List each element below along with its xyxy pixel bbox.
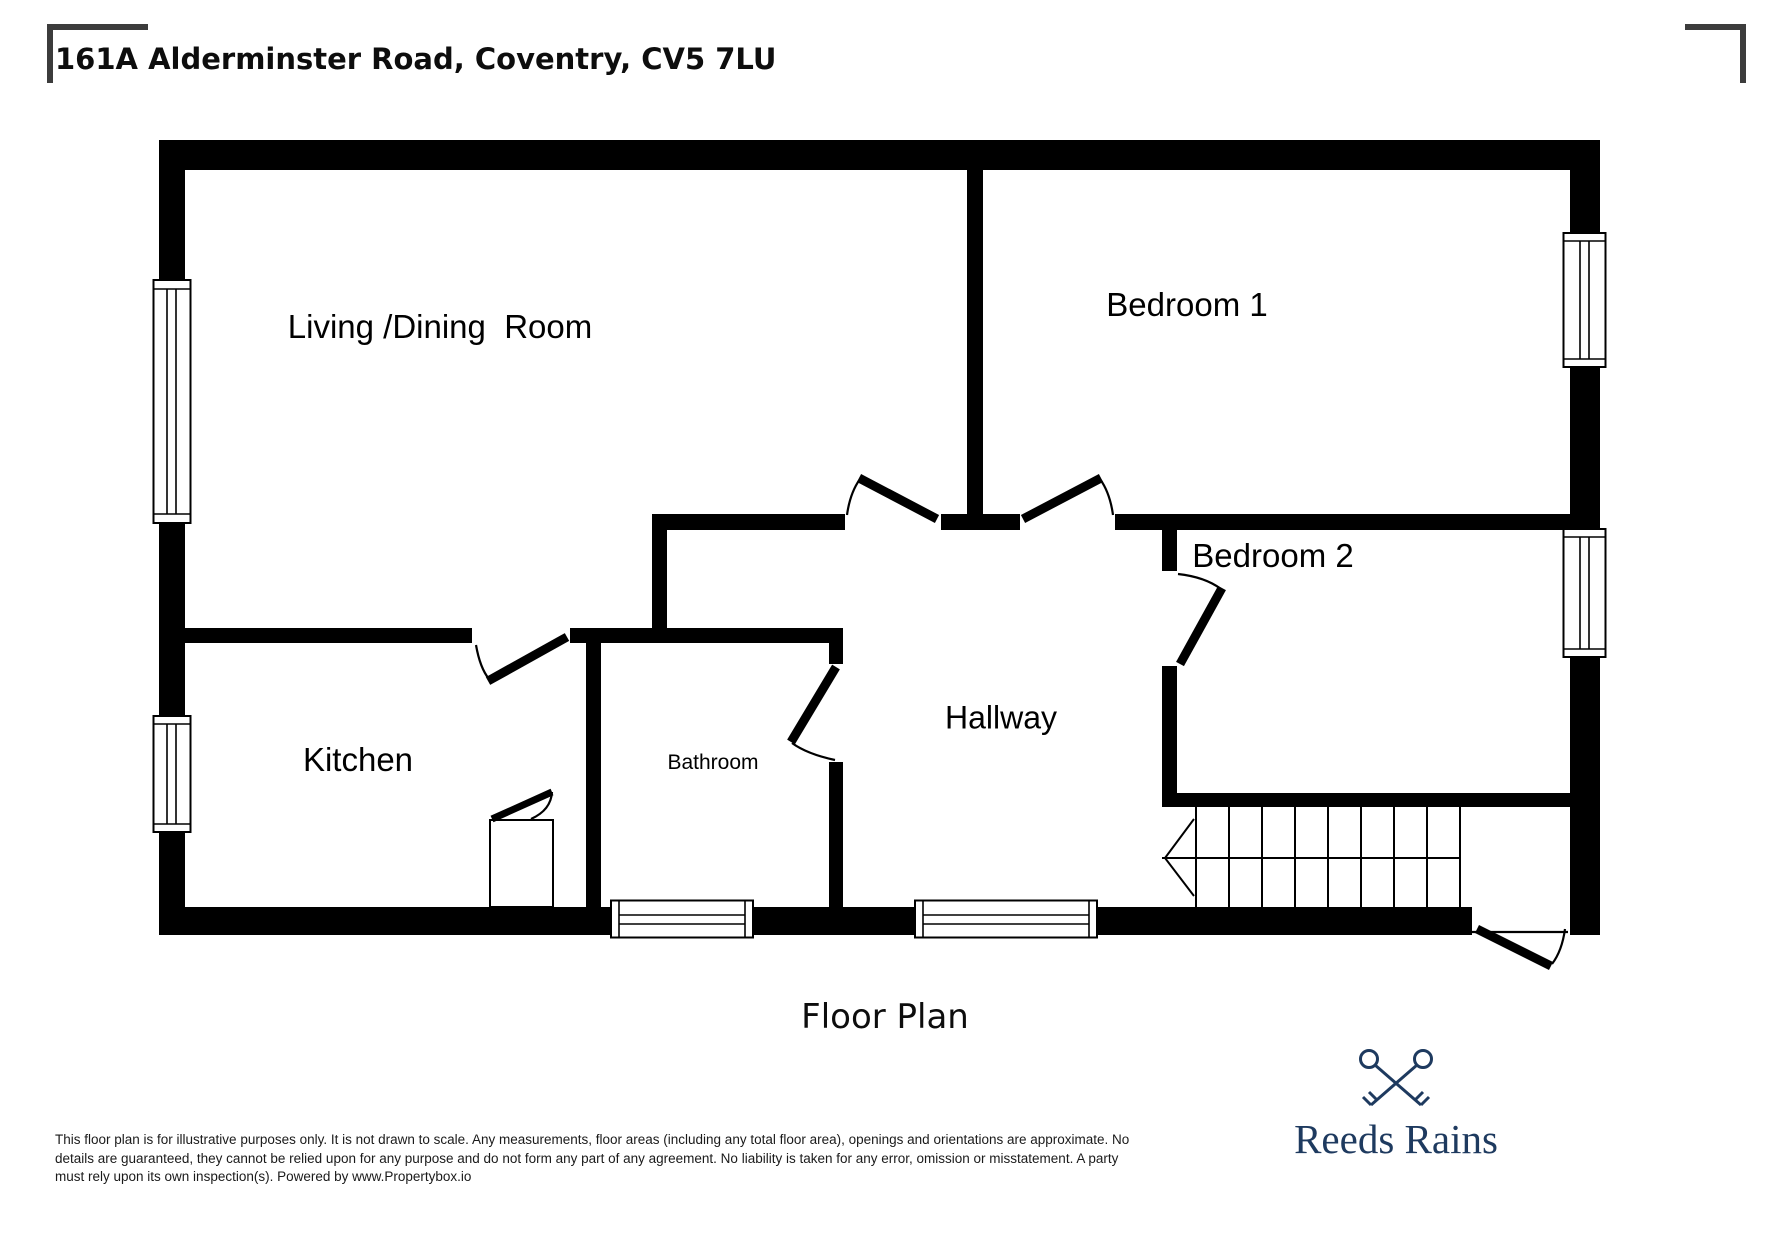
bedroom1-window xyxy=(1562,232,1607,368)
wall-connector xyxy=(652,514,667,643)
crossed-keys-icon xyxy=(1359,1049,1433,1107)
top-left-corner-bracket xyxy=(47,24,148,83)
wall-bathroom-top xyxy=(570,628,843,643)
wall-bathroom-right-upper xyxy=(829,643,843,664)
bathroom-window xyxy=(610,899,754,939)
living-room-door xyxy=(845,474,940,523)
room-label-kitchen: Kitchen xyxy=(302,741,414,778)
disclaimer-line-1: This floor plan is for illustrative purp… xyxy=(55,1132,1130,1147)
agency-logo-text: Reeds Rains xyxy=(1294,1116,1498,1162)
wall-hall-top-stub xyxy=(941,514,1020,530)
wall-living-bed1-divider xyxy=(967,170,983,530)
room-label-bedroom2: Bedroom 2 xyxy=(1192,537,1354,574)
kitchen-door xyxy=(474,633,570,685)
disclaimer-text: This floor plan is for illustrative purp… xyxy=(55,1131,1355,1187)
wall-kitchen-bath-divider xyxy=(586,643,601,907)
room-label-hallway: Hallway xyxy=(944,699,1058,736)
wall-kitchen-top xyxy=(185,628,472,643)
bedroom2-window xyxy=(1562,528,1607,658)
living-room-window xyxy=(152,279,192,524)
page-title: 161A Alderminster Road, Coventry, CV5 7L… xyxy=(55,42,777,76)
kitchen-cupboard xyxy=(489,788,554,908)
stairs-direction-arrow xyxy=(1163,818,1195,897)
agency-logo: Reeds Rains xyxy=(1268,1046,1524,1160)
floor-plan-caption: Floor Plan xyxy=(801,997,969,1037)
bedroom1-door xyxy=(1020,474,1115,523)
room-label-living-dining: Living /Dining Room xyxy=(287,308,593,345)
bedroom2-door xyxy=(1176,572,1226,667)
wall-stairs-top xyxy=(1162,793,1570,807)
stairs xyxy=(1162,807,1461,907)
wall-bathroom-right-lower xyxy=(829,762,843,907)
hallway-window xyxy=(914,899,1098,939)
disclaimer-line-2: details are guaranteed, they cannot be r… xyxy=(55,1150,1119,1166)
room-label-bathroom: Bathroom xyxy=(667,751,759,774)
wall-bedroom2-left-lower xyxy=(1162,666,1177,807)
bathroom-door xyxy=(787,664,840,762)
wall-bedroom2-left-upper xyxy=(1162,530,1177,571)
doors xyxy=(474,474,1568,971)
top-right-corner-bracket xyxy=(1685,24,1746,83)
wall-top xyxy=(159,140,1600,170)
disclaimer-line-3: must rely upon its own inspection(s). Po… xyxy=(55,1169,472,1184)
wall-bottom xyxy=(159,907,1472,935)
wall-bedrooms-bottom xyxy=(1115,514,1570,530)
room-label-bedroom1: Bedroom 1 xyxy=(1106,286,1268,323)
walls xyxy=(159,140,1600,935)
kitchen-window xyxy=(152,715,192,833)
windows xyxy=(152,232,1607,939)
wall-hall-top-left xyxy=(652,514,845,530)
front-door xyxy=(1472,924,1568,971)
